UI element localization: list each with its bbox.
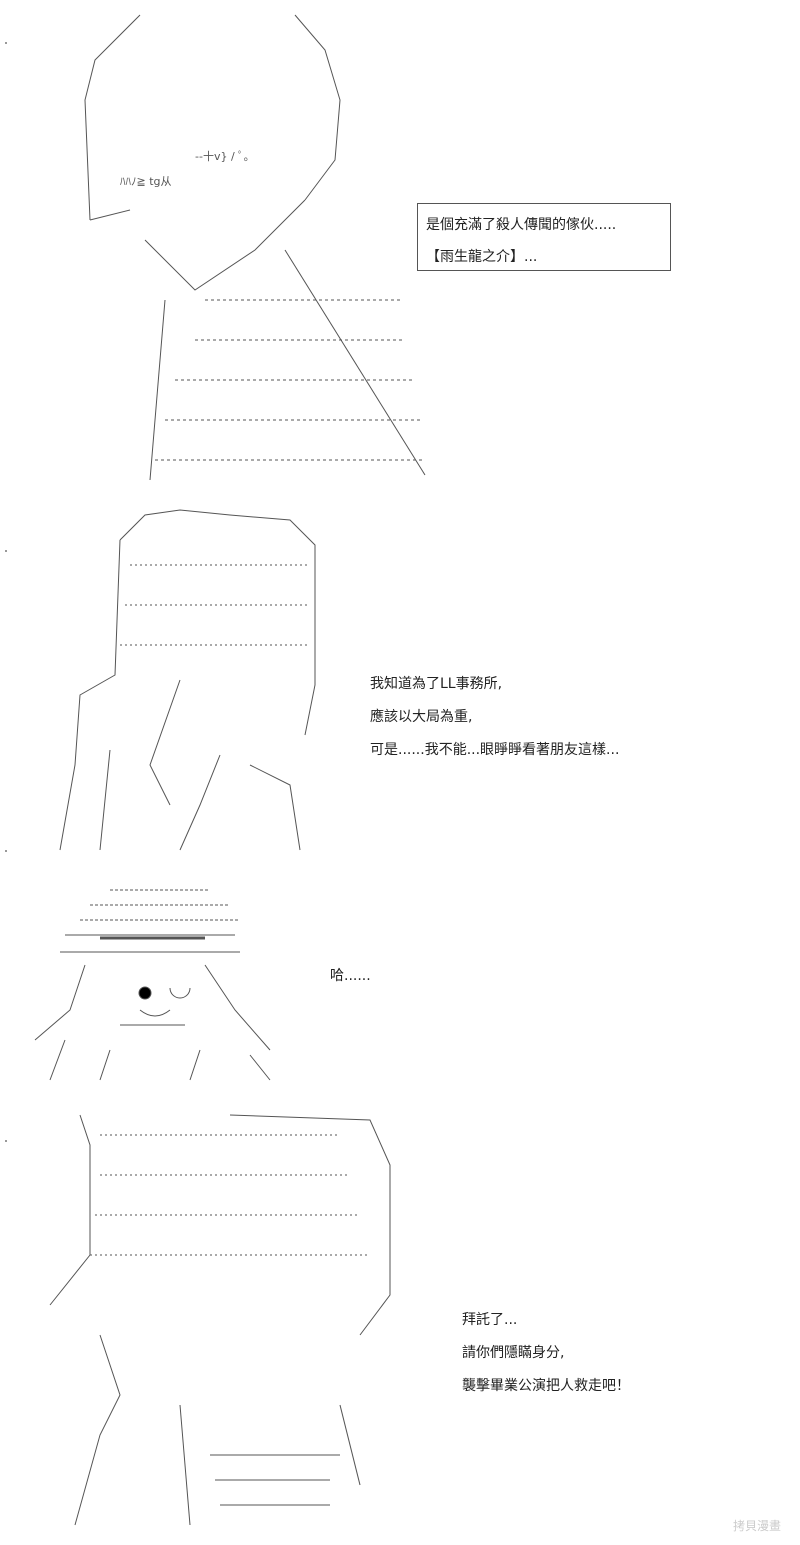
dialogue-line: 應該以大局為重, [370,709,473,725]
svg-text:--十v} / ﾟ。: --十v} / ﾟ。 [195,149,255,163]
watermark-text: 拷貝漫畫 [733,1519,782,1533]
dialogue-line: 請你們隱瞞身分, [462,1345,565,1361]
caption-line: 【雨生龍之介】... [426,249,538,265]
margin-dot [5,550,7,552]
dialogue-line: 可是......我不能...眼睜睜看著朋友這樣... [370,742,620,758]
dialogue-line: 襲擊畢業公演把人救走吧！ [462,1378,630,1394]
dialogue-line: 我知道為了LL事務所, [370,676,503,692]
ascii-art-character-1: ﾊﾊﾉ≧ tg从 --十v} / ﾟ。 [55,10,435,484]
margin-dot [5,1140,7,1142]
margin-dot [5,42,7,44]
svg-text:ﾊﾊﾉ≧ tg从: ﾊﾊﾉ≧ tg从 [120,175,172,188]
ascii-art-character-3 [30,880,280,1089]
ascii-art-character-2 [50,505,330,859]
dialogue-line: 哈...... [330,968,371,984]
caption-box: 是個充滿了殺人傳聞的傢伙..... 【雨生龍之介】... [417,203,671,271]
margin-dot [5,850,7,852]
dialogue-line: 拜託了... [462,1312,518,1328]
ascii-art-character-4 [40,1105,410,1539]
caption-line: 是個充滿了殺人傳聞的傢伙..... [426,217,617,233]
